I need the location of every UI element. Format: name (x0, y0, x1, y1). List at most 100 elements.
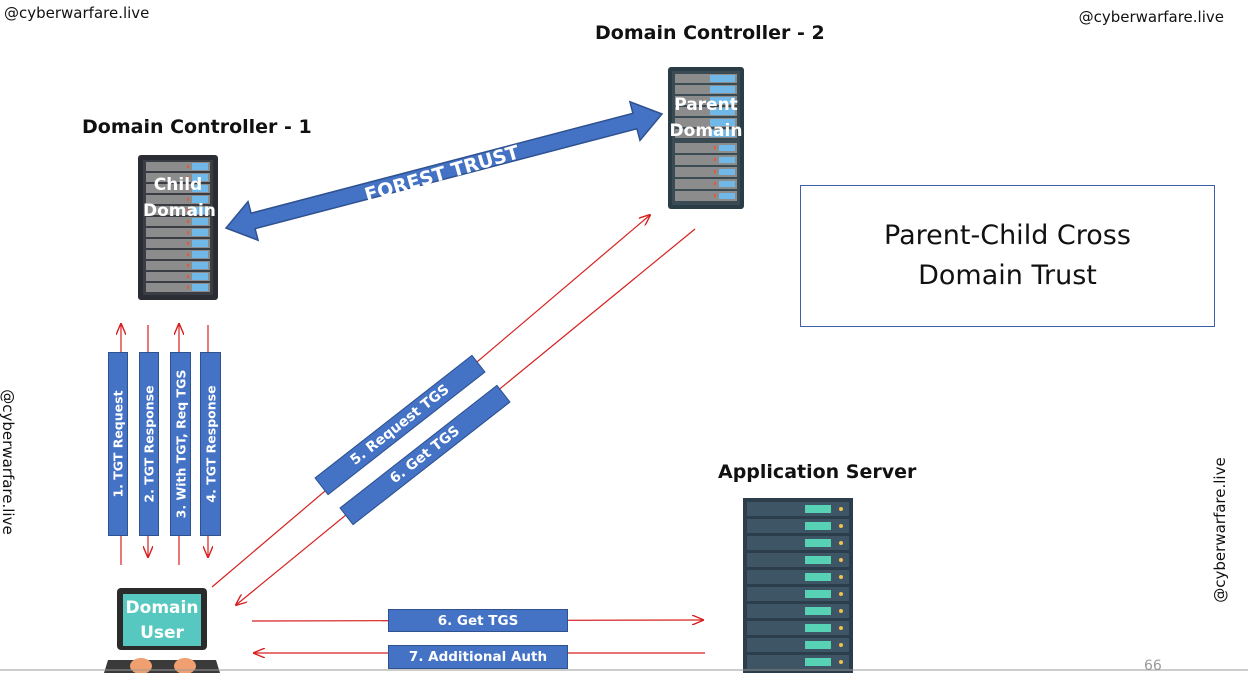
dc1-rack-led (192, 185, 208, 192)
trust-description-box: Parent-Child Cross Domain Trust (800, 185, 1215, 327)
app-rack-dot (839, 592, 843, 596)
dc2-rack-unit-top (675, 118, 737, 127)
dc1-label: Child Domain (143, 172, 216, 224)
app-rack-dot (839, 507, 843, 511)
watermark-top-left: @cyberwarfare.live (4, 4, 150, 22)
step-4-label: 4. TGT Response (203, 385, 218, 503)
dc1-rack-led (192, 174, 208, 181)
dc2-rack-led-bottom (719, 157, 735, 163)
app-rack-unit (747, 553, 849, 567)
dc2-rack-unit-bottom (675, 167, 737, 177)
app-rack-led (805, 539, 831, 547)
dc2-rack-dot (714, 182, 716, 185)
dc1-rack-dot (187, 275, 189, 278)
dc1-title: Domain Controller - 1 (82, 116, 312, 138)
dc2-rack-unit-top (675, 74, 737, 83)
dc1-label-line1: Child (153, 175, 203, 195)
app-rack-unit (747, 570, 849, 584)
step-1-label: 1. TGT Request (110, 390, 126, 498)
dc2-rack-dot (714, 170, 716, 173)
dc1-rack-led (192, 284, 208, 291)
dc1-rack-dot (187, 231, 189, 234)
app-rack-led (805, 624, 831, 632)
dc1-rack-dot (187, 176, 189, 179)
trust-description-text: Parent-Child Cross Domain Trust (884, 220, 1131, 291)
dc2-rack-led-top (710, 75, 735, 82)
user-label: Domain User (123, 596, 201, 646)
dc2-label-line2: Domain (669, 121, 743, 141)
dc1-server-icon (138, 155, 218, 300)
dc1-rack-dot (187, 198, 189, 201)
dc2-rack-led-top (710, 119, 735, 126)
dc2-title: Domain Controller - 2 (595, 22, 825, 44)
app-rack-dot (839, 524, 843, 528)
app-rack-led (805, 556, 831, 564)
app-rack-led (805, 505, 831, 513)
dc1-rack-led (192, 196, 208, 203)
dc1-rack-unit (146, 261, 210, 270)
step-2-label: 2. TGT Response (141, 385, 157, 503)
app-rack-unit (747, 519, 849, 533)
app-server-title: Application Server (718, 461, 917, 483)
dc1-rack-led (192, 240, 208, 247)
dc1-rack-unit (146, 217, 210, 226)
app-rack-led (805, 641, 831, 649)
dc2-server-icon (668, 67, 744, 209)
step-4-box: 4. TGT Response (200, 352, 221, 536)
dc2-rack-unit-bottom (675, 143, 737, 153)
dc1-rack-dot (187, 242, 189, 245)
dc1-rack-led (192, 163, 208, 170)
dc2-rack-dot (714, 158, 716, 161)
user-label-line2: User (140, 623, 184, 643)
dc2-rack-led-top (710, 86, 735, 93)
dc2-label: Parent Domain (668, 92, 744, 144)
user-label-line1: Domain (125, 598, 199, 618)
app-rack-dot (839, 575, 843, 579)
app-rack-led (805, 658, 831, 666)
dc2-rack-dot (714, 194, 716, 197)
dc1-rack-dot (187, 286, 189, 289)
page-number: 66 (1144, 658, 1162, 674)
app-rack-unit (747, 638, 849, 652)
dc2-rack-dot (714, 146, 716, 149)
dc1-rack-dot (187, 220, 189, 223)
watermark-top-right: @cyberwarfare.live (1078, 8, 1224, 26)
app-rack-led (805, 573, 831, 581)
app-rack-unit (747, 587, 849, 601)
step-6-app-box: 6. Get TGS (388, 609, 568, 632)
dc1-rack-unit (146, 173, 210, 182)
dc1-rack-unit (146, 195, 210, 204)
step-1-box: 1. TGT Request (108, 352, 128, 536)
dc2-rack-led-top (710, 108, 735, 115)
step-6-app-label: 6. Get TGS (437, 612, 519, 629)
dc1-rack-dot (187, 264, 189, 267)
dc2-rack-led-bottom (719, 169, 735, 175)
app-rack-unit (747, 655, 849, 669)
dc1-rack-dot (187, 209, 189, 212)
dc1-rack-unit (146, 206, 210, 215)
app-rack-unit (747, 502, 849, 516)
app-rack-unit (747, 536, 849, 550)
dc1-rack-led (192, 251, 208, 258)
dc2-rack-unit-top (675, 107, 737, 116)
dc1-rack-dot (187, 187, 189, 190)
dc1-rack-led (192, 218, 208, 225)
dc1-label-line2: Domain (143, 201, 216, 221)
dc1-rack-led (192, 273, 208, 280)
dc1-rack-unit (146, 184, 210, 193)
dc1-rack-led (192, 207, 208, 214)
dc2-rack-unit-top (675, 85, 737, 94)
dc2-rack-led-bottom (719, 193, 735, 199)
app-rack-dot (839, 609, 843, 613)
dc1-rack-unit (146, 239, 210, 248)
app-rack-unit (747, 604, 849, 618)
app-rack-led (805, 522, 831, 530)
app-server-icon (743, 498, 853, 673)
dc2-rack-unit-bottom (675, 155, 737, 165)
forest-trust-arrow (224, 100, 664, 242)
dc1-rack-unit (146, 250, 210, 259)
app-rack-dot (839, 626, 843, 630)
laptop-icon (104, 588, 220, 673)
